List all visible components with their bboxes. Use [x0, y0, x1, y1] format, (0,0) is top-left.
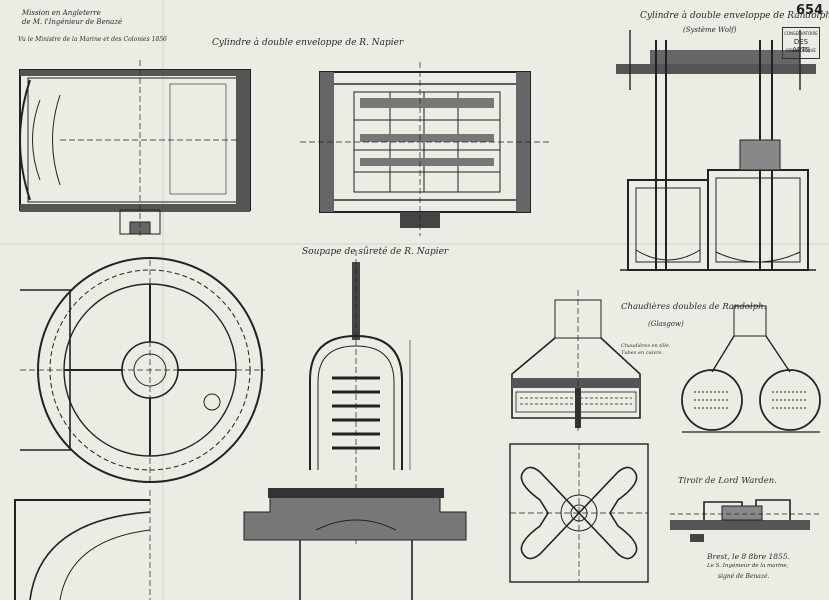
page-number: 654 [796, 3, 824, 18]
header-ministry-note: Vu le Ministre de la Marine et des Colon… [18, 36, 167, 43]
circular-plan-view-drawing [20, 257, 265, 483]
title-randolph-boilers: Chaudières doubles de Randolph. [621, 302, 767, 312]
lord-warden-slide-valve-drawing [670, 499, 820, 542]
subtitle-glasgow: (Glasgow) [648, 320, 684, 328]
signature-date: Brest, le 8 8bre 1855. [707, 552, 790, 561]
randolph-cylinder-drawing [616, 30, 816, 271]
subtitle-wolf-system: (Système Wolf) [683, 26, 737, 34]
signature-name: signé de Benazé. [718, 573, 770, 580]
title-napier-cylinder: Cylindre à double enveloppe de R. Napier [212, 38, 404, 48]
partial-flange-view-drawing [14, 490, 151, 600]
signature-title: Le S. Ingénieur de la marine, [707, 563, 789, 569]
stamp-line2: DES ARTS [792, 38, 810, 54]
randolph-twin-boilers-drawing [681, 305, 821, 433]
title-lord-warden-valve: Tiroir de Lord Warden. [678, 476, 777, 486]
randolph-boiler-section-drawing [511, 290, 641, 432]
stamp-line1: CONSERVATOIRE [784, 31, 818, 36]
left-cylinder-section-drawing [19, 60, 251, 236]
title-randolph-cylinder: Cylindre à double enveloppe de Randolph. [640, 11, 829, 21]
boiler-note-line1: Chaudières en tôle, [621, 343, 671, 349]
napier-safety-valve-drawing [243, 250, 467, 600]
boiler-plan-view-drawing [509, 443, 649, 583]
boiler-note-line2: Tubes en cuivre. [621, 350, 664, 356]
header-mission: Mission en Angleterre [22, 9, 101, 17]
stamp-line3: BIBLIOTHÈQUE [786, 48, 816, 53]
napier-cylinder-drawing [300, 62, 550, 236]
title-napier-valve: Soupape de sûreté de R. Napier [302, 247, 449, 257]
library-stamp: CONSERVATOIRE DES ARTS BIBLIOTHÈQUE [782, 27, 820, 59]
header-engineer: de M. l'Ingénieur de Benazé [22, 18, 123, 26]
